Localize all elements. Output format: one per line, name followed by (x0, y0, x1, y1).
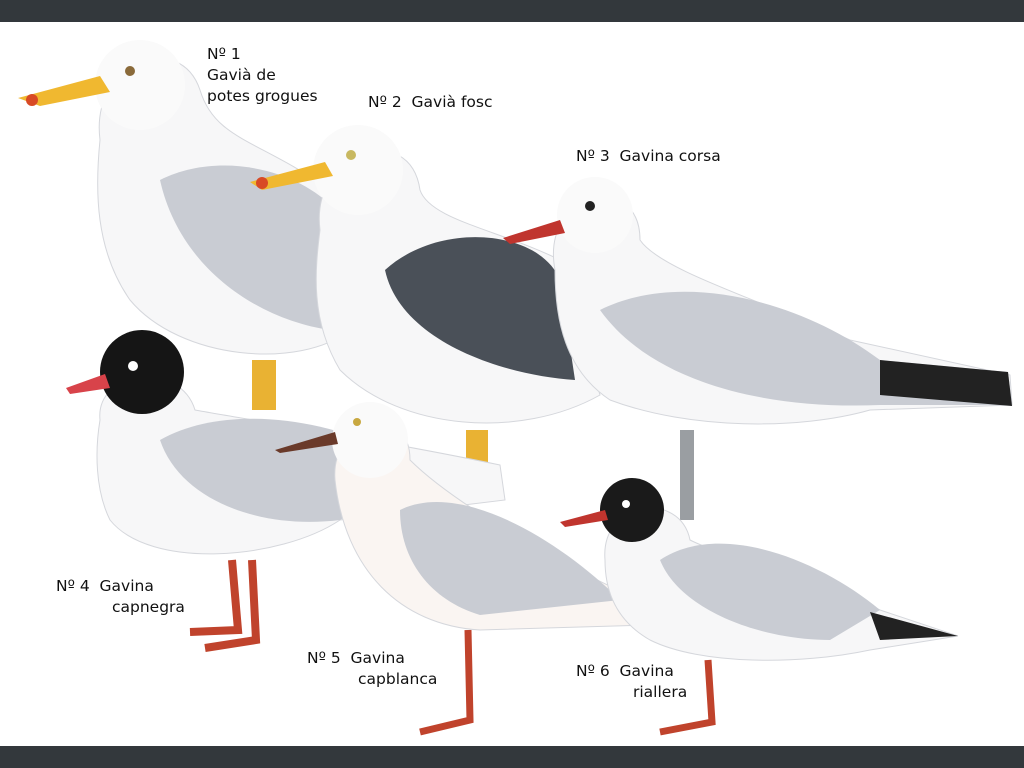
bird-3-name: Gavina corsa (619, 147, 721, 165)
bird-1-name-line2: potes grogues (207, 87, 318, 105)
bird-4-name-line1: Gavina (99, 577, 154, 595)
bird-5-illustration (275, 402, 651, 736)
bird-5-name-line2: capblanca (358, 670, 438, 688)
bird-5-number: Nº 5 (307, 649, 341, 667)
bird-5-label: Nº 5 Gavina capblanca (307, 648, 437, 690)
bird-3-illustration (503, 177, 1013, 520)
bird-1-name-line1: Gavià de (207, 66, 276, 84)
bird-6-number: Nº 6 (576, 662, 610, 680)
bird-6-illustration (560, 478, 959, 736)
bird-2-label: Nº 2 Gavià fosc (368, 92, 493, 113)
bottom-bar (0, 746, 1024, 768)
bird-2-number: Nº 2 (368, 93, 402, 111)
gull-illustration (18, 40, 1013, 736)
bird-6-label: Nº 6 Gavina riallera (576, 661, 687, 703)
bird-4-name-line2: capnegra (112, 598, 185, 616)
bird-5-name-line1: Gavina (350, 649, 405, 667)
bird-3-number: Nº 3 (576, 147, 610, 165)
bird-4-number: Nº 4 (56, 577, 90, 595)
bird-1-label: Nº 1 Gavià de potes grogues (207, 44, 318, 107)
bird-4-label: Nº 4 Gavina capnegra (56, 576, 185, 618)
bird-3-label: Nº 3 Gavina corsa (576, 146, 721, 167)
bird-1-number: Nº 1 (207, 45, 241, 63)
bird-6-name-line2: riallera (633, 683, 688, 701)
top-bar (0, 0, 1024, 22)
bird-6-name-line1: Gavina (619, 662, 674, 680)
bird-2-name: Gavià fosc (411, 93, 493, 111)
bird-1-illustration (18, 40, 351, 410)
